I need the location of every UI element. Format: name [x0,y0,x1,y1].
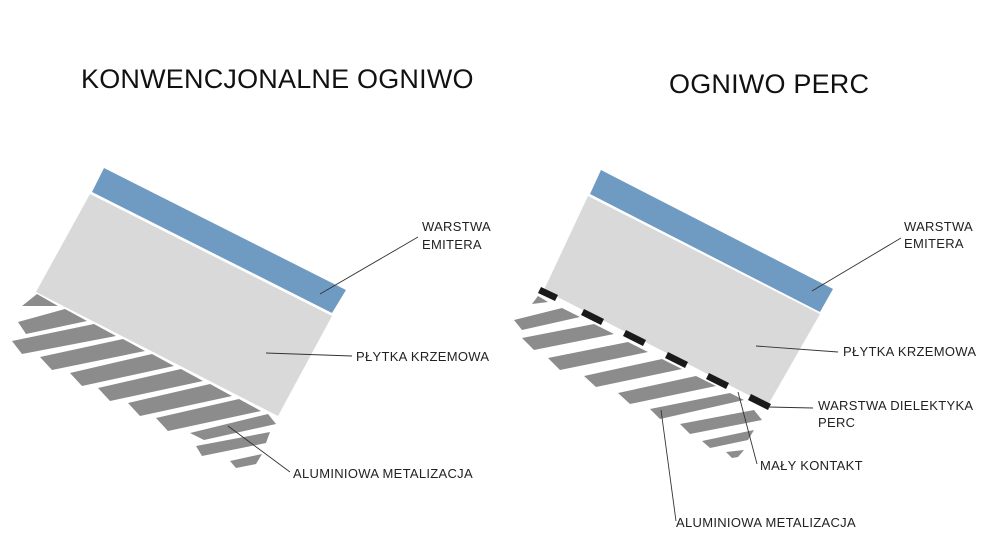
emitter-label-line1: WARSTWA [422,219,491,234]
aluminium-stripe [22,294,58,306]
leader-line-wafer [755,345,839,353]
aluminium-stripe [196,432,270,456]
wafer-label: PŁYTKA KRZEMOWA [843,344,976,359]
aluminium-stripe [156,399,261,431]
perc-dielectric-contacts [538,287,771,410]
leader-line-dielectric [767,406,814,409]
aluminium-stripe [702,430,754,448]
aluminium-stripe [548,342,648,370]
aluminium-stripe [40,339,145,370]
aluminium-stripe [726,450,744,458]
perc-contact [706,373,729,389]
aluminium-stripe [522,324,614,350]
perc-emitter-layer [590,170,833,312]
leader-line-wafer [265,352,353,357]
conventional-cell-title: KONWENCJONALNE OGNIWO [81,64,474,94]
leader-line-emitter [811,237,902,292]
leader-line-emitter [319,236,419,295]
aluminium-stripe [128,384,232,416]
metallization-label: ALUMINIOWA METALIZACJA [293,466,473,481]
wafer-label: PŁYTKA KRZEMOWA [356,349,489,364]
conventional-silicon-wafer [36,194,332,416]
perc-contact [748,394,771,410]
aluminium-stripe [680,410,762,434]
emitter-label-line2: EMITERA [904,236,964,251]
aluminium-stripe [514,308,580,330]
conventional-aluminium-metallization [12,294,276,468]
aluminium-stripe [584,359,682,387]
aluminium-stripe [190,414,276,440]
conventional-cell-panel: KONWENCJONALNE OGNIWO WARSTWA EMITERA PŁ… [12,64,491,481]
perc-cell-title: OGNIWO PERC [669,69,869,99]
aluminium-stripe [650,393,744,419]
emitter-label-line2: EMITERA [422,237,482,252]
aluminium-stripe [230,454,262,468]
aluminium-stripe [618,376,716,404]
leader-line-metallization [227,425,291,473]
metallization-label: ALUMINIOWA METALIZACJA [676,515,856,530]
perc-silicon-wafer [544,196,820,405]
conventional-emitter-layer [92,168,346,313]
emitter-label-line1: WARSTWA [904,219,973,234]
aluminium-stripe [18,309,87,334]
aluminium-stripe [98,369,203,401]
dielectric-label-line2: PERC [818,415,855,430]
small-contact-label: MAŁY KONTAKT [760,458,863,473]
dielectric-label-line1: WARSTWA DIELEKTYKA [818,398,973,413]
aluminium-stripe [70,354,174,386]
perc-cell-panel: OGNIWO PERC [514,69,976,530]
aluminium-stripe [532,296,548,304]
perc-contact [623,330,646,346]
perc-contact [665,352,688,368]
leader-line-small-contact [737,391,758,465]
perc-contact [538,287,558,301]
aluminium-stripe [12,324,116,354]
leader-line-metallization [660,409,677,522]
perc-aluminium-metallization [514,296,762,458]
perc-contact [581,309,604,325]
